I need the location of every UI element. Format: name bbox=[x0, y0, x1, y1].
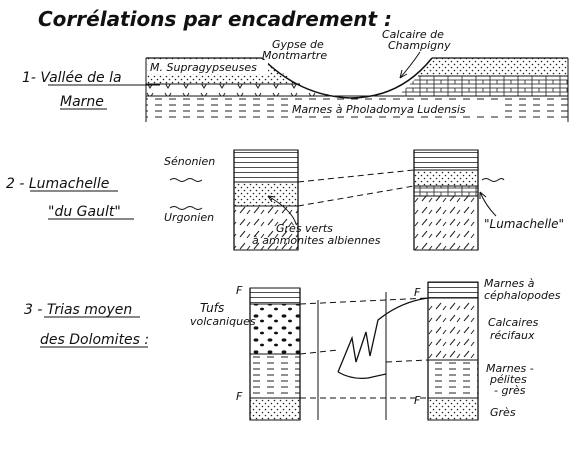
calcaire-champigny-layer bbox=[398, 76, 568, 96]
left-column bbox=[233, 149, 299, 251]
tufs-label-line2: volcaniques bbox=[190, 315, 256, 328]
m-supragypseuses-label: M. Supragypseuses bbox=[150, 61, 257, 74]
lumachelle-label: "Lumachelle" bbox=[484, 217, 564, 231]
calcaires-recifaux-line2: récifaux bbox=[490, 329, 535, 342]
fault-marker: F bbox=[414, 394, 421, 407]
unconformity-mark bbox=[169, 206, 203, 210]
section-lumachelle-gault: 2 - Lumachelle "du Gault" Sénonien Urgon… bbox=[6, 149, 564, 251]
urgonien-label: Urgonien bbox=[164, 211, 214, 224]
tufs-label-line1: Tufs bbox=[200, 301, 224, 315]
correlation-line bbox=[297, 185, 415, 207]
marnes-cephalopodes-line2: céphalopodes bbox=[484, 289, 561, 302]
calcaires-recifaux-line1: Calcaires bbox=[488, 316, 539, 329]
diagram-title: Corrélations par encadrement : bbox=[38, 7, 392, 31]
arrow-calcaire bbox=[399, 51, 421, 79]
section3-label-line2: des Dolomites : bbox=[40, 332, 149, 348]
fault-marker: F bbox=[236, 284, 243, 297]
marnes-pholadomya-label: Marnes à Pholadomya Ludensis bbox=[292, 103, 466, 116]
marnes-gres-line2: pélites bbox=[489, 373, 527, 386]
unconformity-mark bbox=[169, 178, 203, 182]
gres-verts-label-line1: Grès verts bbox=[276, 222, 333, 235]
marnes-gres-line3: - grès bbox=[494, 384, 526, 397]
middle-column-edges bbox=[317, 292, 387, 420]
left-column-trias bbox=[249, 287, 301, 421]
valley-profile bbox=[261, 57, 433, 99]
calcaire-label-line2: Champigny bbox=[388, 39, 451, 52]
section2-label-line2: "du Gault" bbox=[48, 204, 121, 220]
gres-verts-label-line2: à ammonites albiennes bbox=[252, 234, 381, 247]
marnes-gres-line1: Marnes - bbox=[486, 362, 534, 375]
senonien-label: Sénonien bbox=[164, 155, 215, 168]
supragypseuses-layer-right bbox=[418, 58, 568, 76]
marnes-cephalopodes-line1: Marnes à bbox=[484, 277, 535, 290]
fault-marker: F bbox=[236, 390, 243, 403]
gypse-label-line1: Gypse de bbox=[272, 38, 324, 51]
section1-label-line1: 1- Vallée de la bbox=[22, 70, 122, 86]
right-column bbox=[413, 149, 479, 251]
arrow-gres bbox=[267, 195, 297, 225]
gypse-layer bbox=[146, 84, 335, 96]
section1-label-line2: Marne bbox=[60, 94, 104, 110]
gypse-label-line2: Montmartre bbox=[262, 49, 327, 62]
section2-label-line1: 2 - Lumachelle bbox=[6, 176, 109, 192]
arrow-lumachelle bbox=[479, 191, 497, 217]
calcaire-label-line1: Calcaire de bbox=[382, 28, 444, 41]
section-trias-dolomites: 3 - Trias moyen des Dolomites : bbox=[24, 277, 561, 421]
section-vallee-marne: 1- Vallée de la Marne M bbox=[22, 28, 569, 122]
gres-label: Grès bbox=[490, 406, 516, 419]
reef-tongue bbox=[337, 297, 429, 373]
correlation-line bbox=[299, 297, 429, 305]
correlation-line bbox=[297, 169, 415, 183]
correlation-line bbox=[385, 359, 429, 363]
right-column-trias bbox=[427, 281, 479, 421]
correlation-line bbox=[299, 349, 339, 355]
section3-label-line1: 3 - Trias moyen bbox=[24, 302, 132, 318]
fault-marker: F bbox=[414, 286, 421, 299]
